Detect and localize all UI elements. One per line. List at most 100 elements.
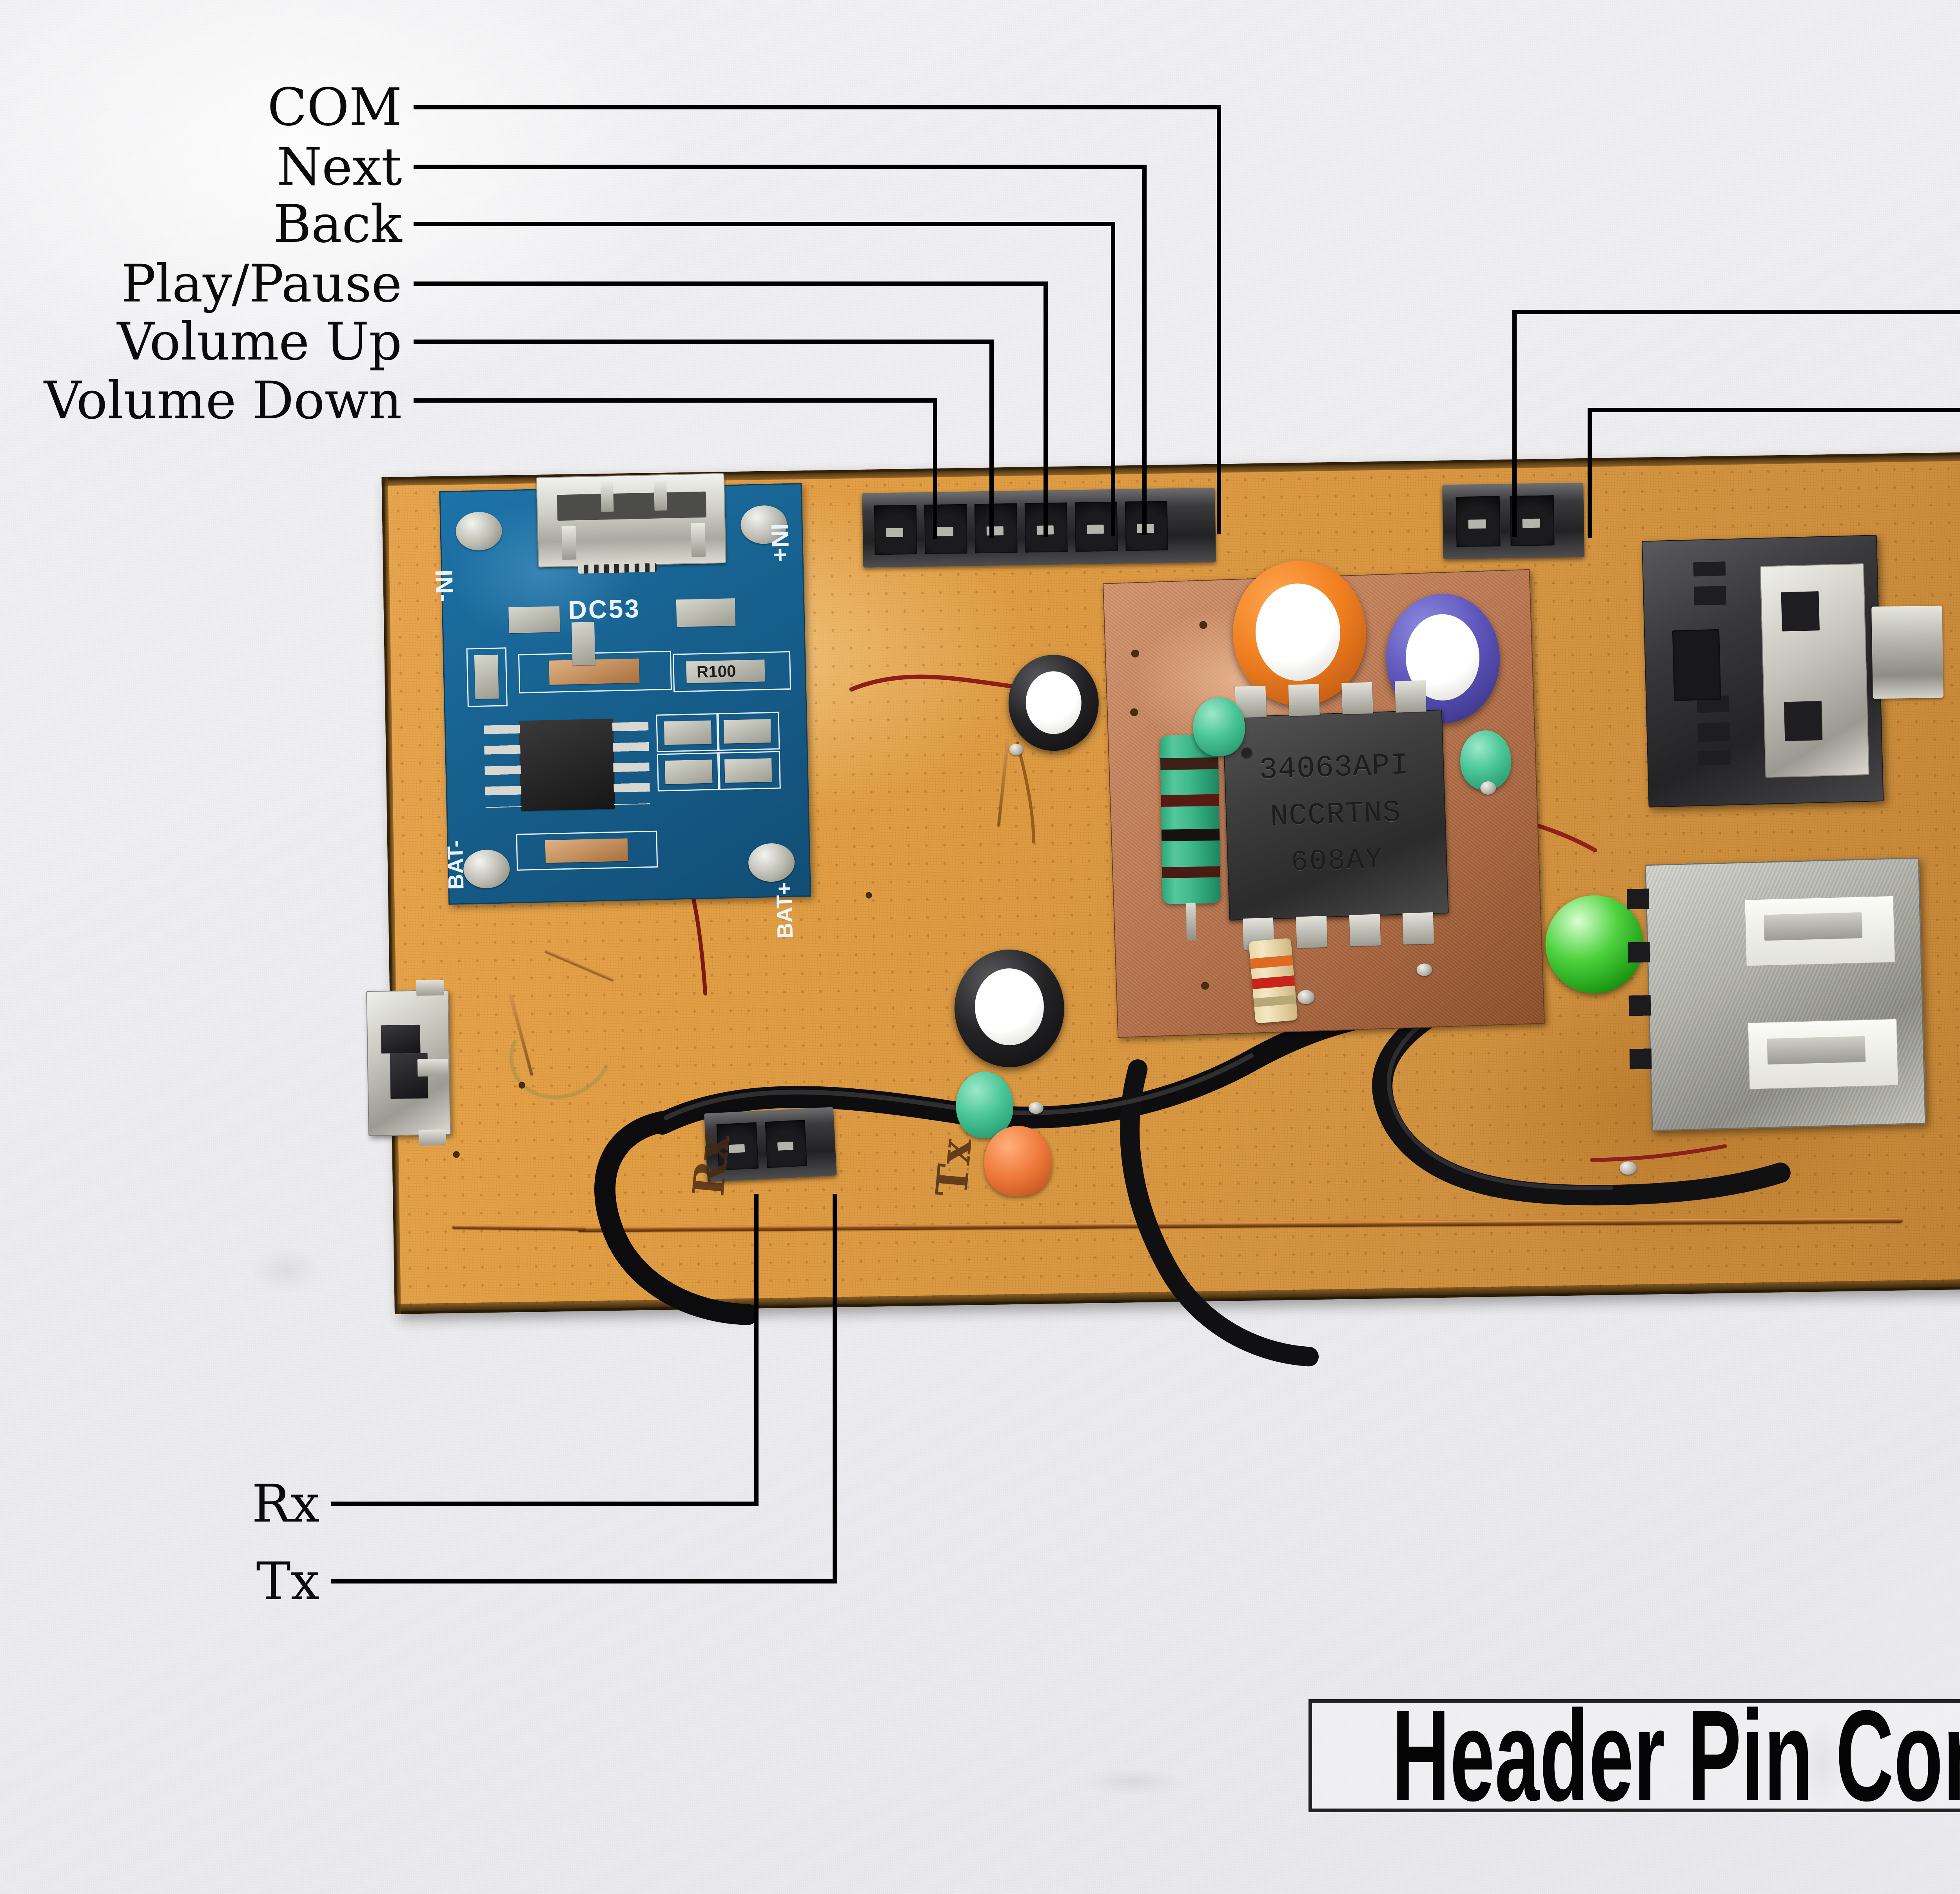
- resistor-band: [1161, 829, 1220, 841]
- tp4056-charger-module: IN- IN+ BAT- BAT+ DC53 R100: [439, 483, 811, 905]
- switch-leg: [419, 1129, 446, 1146]
- micro-usb-leg: [691, 523, 706, 557]
- module-pad-outline: [516, 831, 658, 871]
- module-pad-bat-minus: [463, 849, 510, 889]
- module-ic-pin-row-right: [612, 722, 650, 805]
- usb-solder-pin-row: [1627, 888, 1652, 1097]
- leader-line-volume-up-vertical: [989, 340, 994, 538]
- resistor-band: [1254, 995, 1296, 1007]
- ic-pin: [1395, 680, 1426, 713]
- leader-line-mic-plus-vertical: [1588, 408, 1592, 538]
- paper-smudge: [1082, 1768, 1184, 1796]
- module-silk-in-plus: IN+: [765, 523, 794, 562]
- resistor-band: [1161, 794, 1219, 807]
- header-serial-socket-2[interactable]: [765, 1120, 807, 1168]
- module-pad-in-minus: [456, 511, 503, 551]
- module-pad-outline: [716, 712, 780, 751]
- leader-line-mic-minus-vertical: [1512, 310, 1517, 537]
- figure-title: Header Pin Configurations: [1392, 1681, 1960, 1830]
- annotation-label-volume-down: Volume Down: [44, 375, 402, 427]
- module-pad-outline: [656, 713, 719, 752]
- annotation-label-back: Back: [273, 198, 402, 250]
- module-silk-in-minus: IN-: [430, 569, 458, 602]
- ic-pin: [1349, 914, 1381, 946]
- annotation-label-volume-up: Volume Up: [117, 316, 402, 368]
- leader-line-mic-minus-horizontal: [1512, 310, 1960, 314]
- leader-line-rx-horizontal: [331, 1502, 759, 1506]
- switch-leg: [417, 1059, 448, 1077]
- capacitor-top-face: [1255, 583, 1341, 681]
- leader-line-volume-up-horizontal: [414, 340, 994, 344]
- usb-contact-notch: [1767, 1036, 1866, 1065]
- module-pad-outline: [466, 647, 508, 707]
- annotation-label-tx: Tx: [256, 1556, 320, 1607]
- annotation-label-com: COM: [267, 82, 402, 133]
- header-6pin[interactable]: [862, 488, 1216, 568]
- module-pad-outline: [717, 751, 781, 790]
- micro-usb-charge-port[interactable]: [536, 473, 726, 568]
- board-handwriting-tx: Tx: [926, 1137, 982, 1199]
- jack-metal-barrel: [1871, 606, 1944, 699]
- jack-leg: [1698, 750, 1731, 765]
- disc-capacitor-orange: [984, 1126, 1053, 1197]
- leader-line-rx-vertical: [754, 1194, 759, 1504]
- ceramic-capacitor-green: [1193, 697, 1245, 757]
- module-silk-part-number: DC53: [568, 594, 641, 625]
- leader-line-back-horizontal: [414, 222, 1115, 226]
- leader-line-back-vertical: [1111, 222, 1115, 536]
- leader-line-next-horizontal: [414, 165, 1147, 169]
- ic-marking-line-1: 34063API: [1224, 747, 1445, 789]
- leader-line-play-pause-vertical: [1044, 281, 1048, 537]
- micro-usb-pin-row: [578, 563, 657, 574]
- mc34063-dc-dc-converter: 34063API NCCRTNS 608AY: [1223, 710, 1449, 921]
- capacitor-top-face: [974, 968, 1044, 1046]
- module-pad-outline: [657, 752, 720, 792]
- audio-jack-3.5mm[interactable]: [1642, 535, 1884, 807]
- ic-marking-line-2: NCCRTNS: [1225, 794, 1446, 836]
- annotation-label-rx: Rx: [252, 1478, 319, 1530]
- resistor-band: [1160, 757, 1218, 770]
- switch-leg: [416, 980, 444, 996]
- usb-a-female-port[interactable]: [1645, 857, 1926, 1131]
- header-6pin-socket-1[interactable]: [874, 505, 917, 555]
- resistor-band: [1252, 975, 1295, 989]
- module-ic-pin-row-left: [484, 725, 522, 808]
- module-silk-bat-plus: BAT+: [771, 882, 798, 939]
- jack-body-slot: [1672, 629, 1721, 701]
- ic-pin: [1296, 916, 1328, 948]
- header-6pin-socket-3[interactable]: [975, 503, 1018, 554]
- jack-contact-window: [1781, 591, 1820, 631]
- module-smd-diode: [572, 622, 595, 665]
- module-smd-component: [508, 606, 560, 633]
- leader-line-volume-down-vertical: [933, 398, 937, 539]
- ic-pin: [1341, 682, 1373, 715]
- resistor-band: [1162, 866, 1220, 878]
- power-slide-switch[interactable]: [366, 990, 451, 1136]
- annotation-label-next: Next: [277, 141, 402, 193]
- header-6pin-socket-2[interactable]: [924, 504, 967, 554]
- title-banner: Header Pin Configurations: [1308, 1699, 1960, 1812]
- usb-contact-notch: [1764, 912, 1862, 941]
- resistor-band: [1250, 955, 1293, 969]
- module-silk-bat-minus: BAT-: [442, 840, 469, 890]
- leader-line-next-vertical: [1142, 165, 1147, 535]
- board-handwriting-rx: Rx: [683, 1133, 739, 1199]
- module-ic-tp4056: [519, 719, 615, 811]
- resistor-lead: [1186, 903, 1196, 941]
- jack-leg: [1694, 586, 1726, 605]
- micro-usb-leg: [654, 481, 667, 511]
- circuit-board-photo: IN- IN+ BAT- BAT+ DC53 R100: [381, 452, 1960, 1314]
- leader-line-volume-down-horizontal: [414, 398, 937, 403]
- ic-pin: [1288, 684, 1320, 716]
- micro-usb-leg: [601, 482, 614, 512]
- leader-line-com-vertical: [1217, 105, 1221, 534]
- header-mic-socket-1[interactable]: [1456, 496, 1501, 547]
- leader-line-play-pause-horizontal: [414, 281, 1048, 286]
- switch-actuator[interactable]: [381, 1025, 420, 1054]
- jack-leg: [1693, 561, 1726, 576]
- leader-line-tx-horizontal: [331, 1579, 837, 1583]
- leader-line-com-horizontal: [414, 105, 1221, 109]
- jack-leg: [1697, 722, 1730, 742]
- leader-line-mic-plus-horizontal: [1588, 408, 1960, 412]
